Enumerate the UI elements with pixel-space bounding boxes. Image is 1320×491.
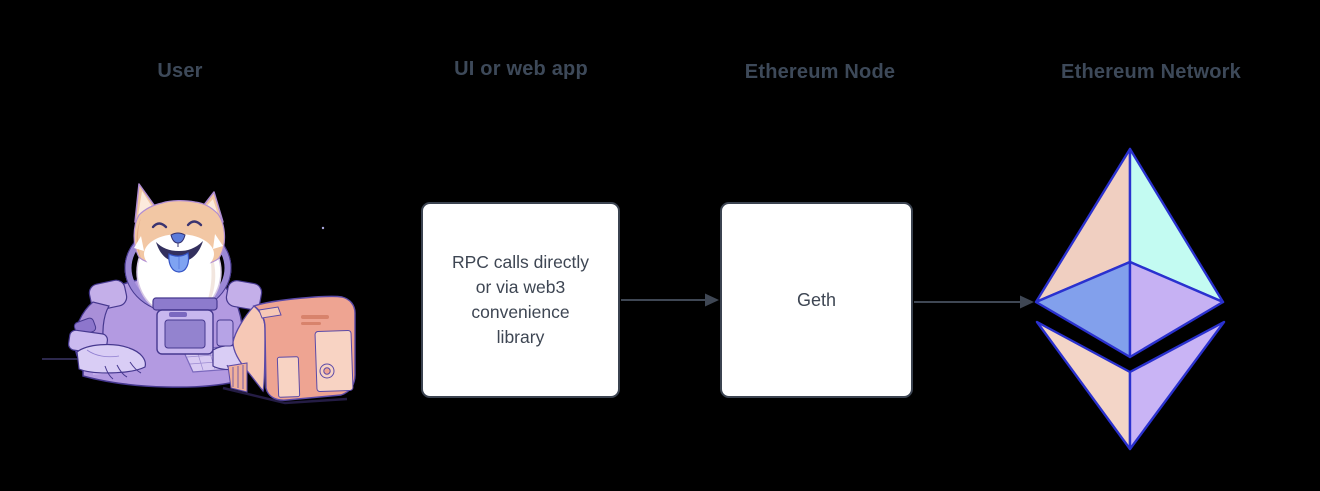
node-box-label: Geth: [796, 289, 837, 310]
ethereum-node-box: Geth: [720, 202, 913, 398]
label-ethereum-node: Ethereum Node: [744, 61, 896, 83]
monitor-top-inset: [258, 306, 282, 319]
ui-webapp-box: RPC calls directly or via web3 convenien…: [421, 202, 620, 398]
ui-box-line: convenience: [471, 302, 570, 322]
ethereum-network-logo: [1034, 147, 1226, 451]
label-ethereum-network: Ethereum Network: [1061, 61, 1241, 83]
eth-reflection-right: [1128, 320, 1226, 451]
right-eye-closed: [186, 220, 203, 227]
ui-box-line: or via web3: [475, 277, 566, 297]
doge-left-paw: [76, 343, 146, 380]
label-user: User: [157, 60, 203, 82]
label-ui-webapp: UI or web app: [454, 58, 588, 80]
left-paw-fingers: [104, 361, 142, 380]
monitor-base-shadow: [222, 386, 348, 405]
monitor-large-inset: [314, 329, 354, 393]
left-shoulder-pad: [88, 279, 128, 311]
cheek-fluff: [134, 234, 223, 251]
left-paw-seam: [86, 349, 120, 358]
arrow-head: [1020, 295, 1034, 309]
stray-dot: [321, 226, 325, 230]
arrow-ui-to-node: [621, 293, 719, 307]
chest-control-box: [152, 297, 234, 355]
monitor-vent-slot-2: [301, 322, 321, 325]
left-paw-palm: [76, 343, 146, 374]
monitor-connector-inner: [323, 367, 331, 375]
chest-box-panel: [164, 319, 206, 349]
nose: [170, 232, 186, 244]
chest-side-pouch: [216, 319, 234, 347]
open-mouth: [156, 241, 203, 262]
ui-box-line: library: [496, 327, 545, 347]
left-eye-closed: [151, 222, 168, 229]
monitor-vent-lines: [232, 365, 244, 389]
chest-box-slot: [169, 312, 187, 317]
arrow-head: [705, 293, 719, 307]
right-shoulder-pad: [225, 280, 263, 310]
eth-octahedron: [1034, 147, 1226, 451]
doge-user-illustration: [42, 183, 356, 405]
monitor-small-inset: [276, 356, 301, 398]
ui-box-line: RPC calls directly: [451, 252, 590, 272]
computer-monitor: [222, 295, 356, 405]
doge-head: [133, 183, 226, 274]
monitor-vent-slot-1: [301, 315, 329, 319]
monitor-vent-box: [227, 362, 248, 393]
arrow-node-to-network: [914, 295, 1034, 309]
chest-strap: [152, 297, 218, 311]
eth-face-mid-right: [1128, 260, 1225, 359]
